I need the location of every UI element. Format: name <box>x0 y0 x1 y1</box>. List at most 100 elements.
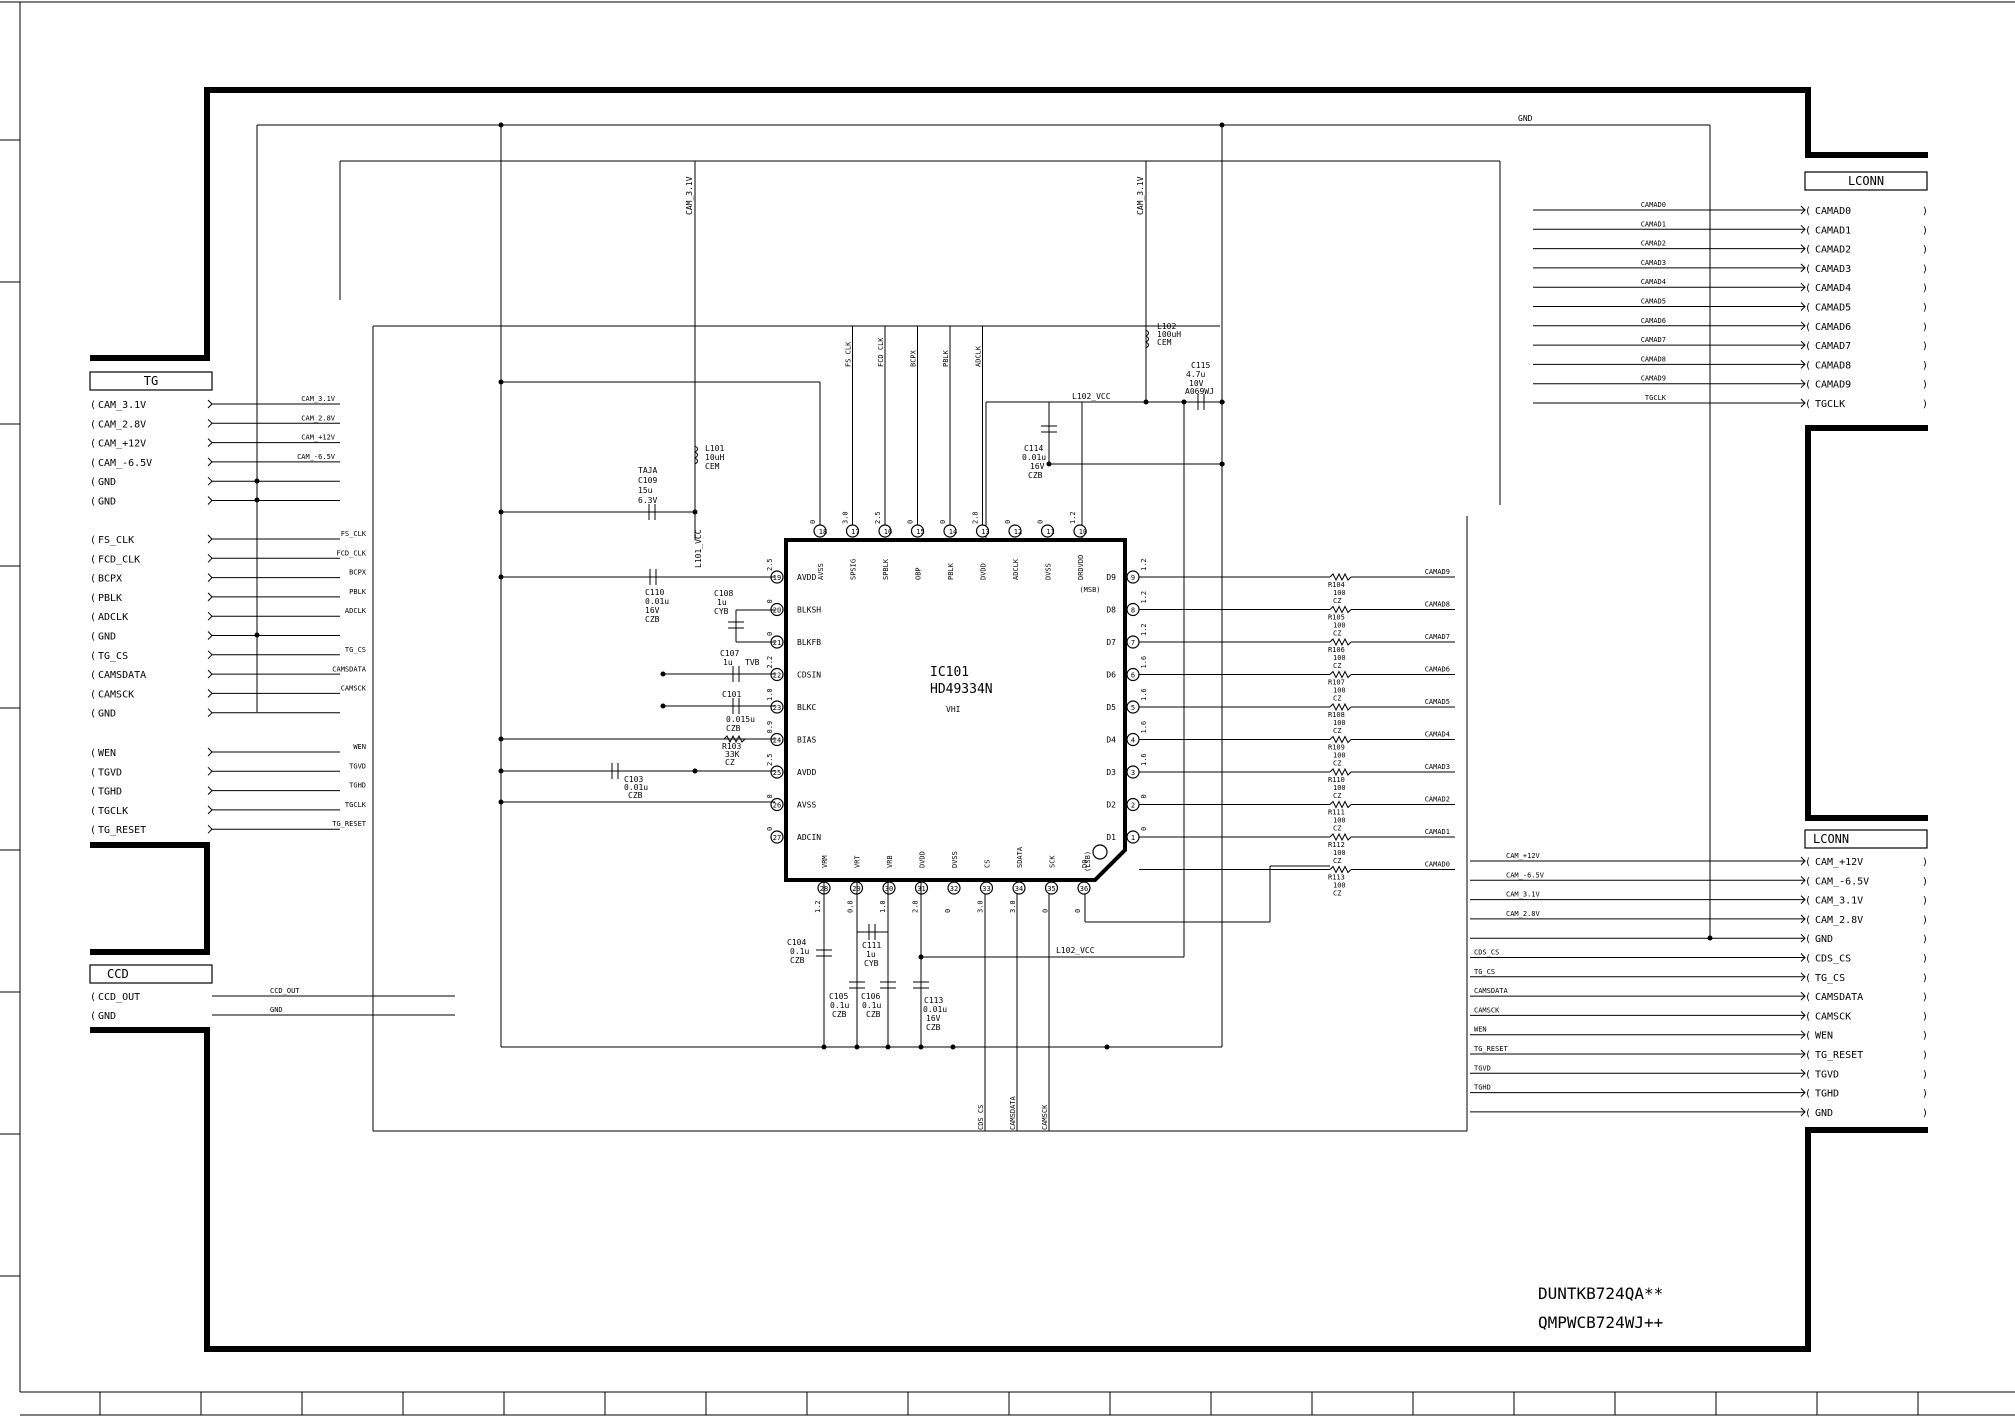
tg-connector: TG (CAM_3.1V(CAM_2.8V(CAM_+12V(CAM_-6.5V… <box>89 371 367 836</box>
ic-bottom-pin-num: 35 <box>1047 885 1055 893</box>
lconn-top-pin-name: CAMAD4 <box>1815 283 1851 294</box>
ic-left-pin-num: 20 <box>773 607 781 615</box>
svg-text:(: ( <box>1805 896 1811 907</box>
ic101-ref: IC101 <box>930 665 969 680</box>
lconn-bottom-net-label: WEN <box>1474 1026 1487 1034</box>
lconn-top-pin-name: CAMAD1 <box>1815 225 1851 236</box>
tg-net-label: TGHD <box>349 782 366 790</box>
discrete-components: TAJA C109 15u 6.3V L101 10uH CEM C110 0.… <box>254 122 1713 1050</box>
lconn-top-net-label: CAMAD0 <box>1641 201 1666 209</box>
tg-pin-paren: ( <box>90 689 96 700</box>
tg-net-label: CAMSCK <box>341 685 367 693</box>
c115-line-0: C115 <box>1191 361 1210 370</box>
c106-line-0: C106 <box>861 992 880 1001</box>
ic-left-pin-label: CDSIN <box>797 671 821 680</box>
c103-line-1: 0.01u <box>624 783 648 792</box>
resistor-value: 100 <box>1333 817 1346 825</box>
lconn-bottom-net-label: TG_CS <box>1474 968 1495 976</box>
ic-left-pin-volt: 2.2 <box>766 656 774 669</box>
lconn-bottom-net-label: TGVD <box>1474 1064 1491 1072</box>
ic-top-pin-volt: 2.5 <box>874 511 882 524</box>
ic-left-pin-num: 25 <box>773 769 781 777</box>
ic-right-pin-label: D8 <box>1106 606 1116 615</box>
resistor-ref: R108 <box>1328 711 1345 719</box>
tg-pin-name: CAMSCK <box>98 689 134 700</box>
lconn-bottom-pin-name: TGVD <box>1815 1069 1839 1080</box>
ic-right-pin-label: D4 <box>1106 736 1116 745</box>
tg-pin-name: FS_CLK <box>98 535 134 546</box>
svg-text:(: ( <box>1805 973 1811 984</box>
ic-bottom-pin-label: DVDD <box>919 851 927 868</box>
tg-net-label: TG_RESET <box>332 820 367 828</box>
ic-right-pin-num: 5 <box>1131 704 1135 712</box>
tg-pin-paren: ( <box>90 497 96 508</box>
tg-pin-name: PBLK <box>98 593 122 604</box>
svg-text:): ) <box>1922 399 1928 410</box>
svg-text:(: ( <box>1805 322 1811 333</box>
ic-top-net-label: FS_CLK <box>845 341 853 367</box>
ic-right-pin-label: D6 <box>1106 671 1116 680</box>
tg-pin-paren: ( <box>90 419 96 430</box>
tg-pin-paren: ( <box>90 612 96 623</box>
resistor-tolerance: CZ <box>1333 857 1341 865</box>
ic-bottom-pin-num: 33 <box>982 885 990 893</box>
r103-line-0: R103 <box>722 742 741 751</box>
ic-bottom-pin-label: SDATA <box>1016 846 1024 868</box>
lconn-top-net-label: CAMAD7 <box>1641 336 1666 344</box>
resistor-value: 100 <box>1333 882 1346 890</box>
svg-text:): ) <box>1922 380 1928 391</box>
c101-line-0: C101 <box>722 690 741 699</box>
ic-top-pin-num: 13 <box>981 528 989 536</box>
lconn-bottom-title: LCONN <box>1813 832 1849 846</box>
lconn-bottom-net-label: TGHD <box>1474 1084 1491 1092</box>
ic-left-pin-label: AVDD <box>797 573 816 582</box>
c105-line-0: C105 <box>829 992 848 1001</box>
svg-text:): ) <box>1922 1031 1928 1042</box>
lconn-bottom-pin-name: TGHD <box>1815 1089 1839 1100</box>
l102-line-0: L102 <box>1157 322 1176 331</box>
svg-text:): ) <box>1922 896 1928 907</box>
tg-pin-paren: ( <box>90 651 96 662</box>
ic-right-pin-num: 8 <box>1131 607 1135 615</box>
svg-text:): ) <box>1922 1108 1928 1119</box>
lconn-bottom-net-label: CAM_+12V <box>1506 852 1541 860</box>
tg-net-label: TG_CS <box>345 646 366 654</box>
ic-right-pin-volt: 1.6 <box>1140 753 1148 766</box>
lconn-top-pin-name: CAMAD7 <box>1815 341 1851 352</box>
lconn-bottom-pin-name: WEN <box>1815 1031 1833 1042</box>
net-cam31v-a-label: CAM_3.1V <box>685 176 694 215</box>
c114-line-2: 16V <box>1030 462 1045 471</box>
lconn-bottom-pin-name: CAM_2.8V <box>1815 915 1863 926</box>
ic-bottom-pin-label: VRT <box>854 855 862 868</box>
ic-top-pin-num: 14 <box>949 528 957 536</box>
ic-bottom-pin-volt: 3.0 <box>1009 900 1017 913</box>
c109-line-0: TAJA <box>638 466 657 475</box>
ic-bottom-pin-volt: 3.0 <box>977 900 985 913</box>
tg-pin-name: TGVD <box>98 767 122 778</box>
ic-top-pin-num: 15 <box>916 528 924 536</box>
svg-text:(: ( <box>1805 1011 1811 1022</box>
tg-pin-name: TG_CS <box>98 651 128 662</box>
svg-text:): ) <box>1922 876 1928 887</box>
ic-right-pin-label: D1 <box>1106 833 1116 842</box>
resistor-value: 100 <box>1333 654 1346 662</box>
ic101-chip: IC101 HD49334N VHI (MSB) (LSB) 180AVSS17… <box>501 326 1270 923</box>
lconn-top-net-label: CAMAD4 <box>1641 278 1666 286</box>
lconn-top-title: LCONN <box>1848 174 1884 188</box>
svg-text:): ) <box>1922 1050 1928 1061</box>
resistor-ref: R112 <box>1328 841 1345 849</box>
resistor-net-label: CAMAD1 <box>1425 828 1450 836</box>
ic-right-pin-volt: 1.6 <box>1140 656 1148 669</box>
net-l102-vcc-top-label: L102_VCC <box>1072 392 1111 401</box>
c110-line-2: 16V <box>645 606 660 615</box>
ccd-connector-title: CCD <box>107 967 129 981</box>
ic-top-pin-num: 18 <box>819 528 827 536</box>
resistor-tolerance: CZ <box>1333 695 1341 703</box>
svg-text:): ) <box>1922 973 1928 984</box>
net-l102-vcc-bottom-label: L102_VCC <box>1056 946 1095 955</box>
resistor-tolerance: CZ <box>1333 662 1341 670</box>
resistor-ref: R106 <box>1328 646 1345 654</box>
ic-top-pin-label: PBLK <box>947 562 955 580</box>
tg-pin-paren: ( <box>90 825 96 836</box>
ic-right-pin-num: 4 <box>1131 737 1135 745</box>
